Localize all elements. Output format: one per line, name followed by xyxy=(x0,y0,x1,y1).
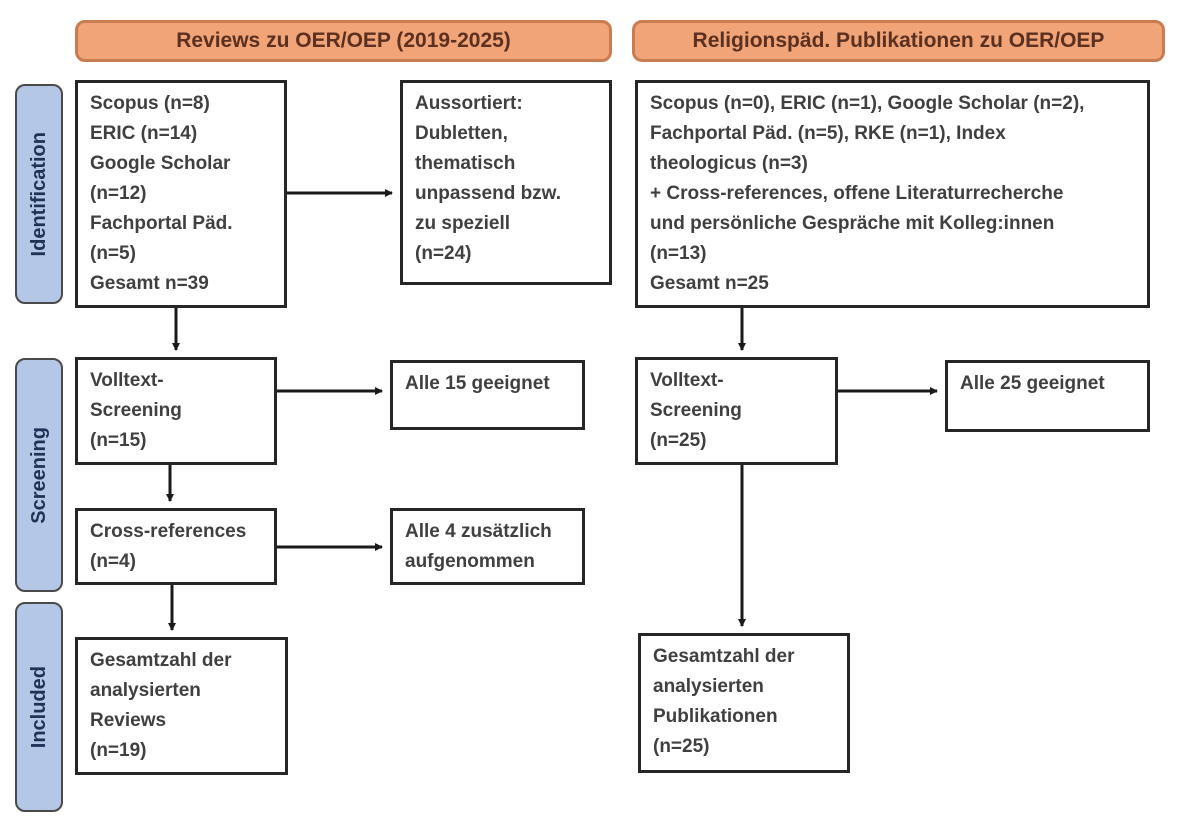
box-right-included-total: Gesamtzahl der analysierten Publikatione… xyxy=(638,633,850,773)
box-left-included-total: Gesamtzahl der analysierten Reviews (n=1… xyxy=(75,637,288,775)
stage-label-included: Included xyxy=(15,602,63,812)
stage-label-identification: Identification xyxy=(15,84,63,304)
stage-label-included-text: Included xyxy=(27,665,50,749)
stage-label-screening: Screening xyxy=(15,358,63,592)
box-left-fulltext-result: Alle 15 geeignet xyxy=(390,360,585,430)
stage-label-identification-text: Identification xyxy=(27,131,50,257)
box-right-fulltext-result: Alle 25 geeignet xyxy=(945,360,1150,432)
stage-label-screening-text: Screening xyxy=(27,426,50,524)
column-header-reviews: Reviews zu OER/OEP (2019-2025) xyxy=(75,20,612,62)
box-left-fulltext-screening: Volltext- Screening (n=15) xyxy=(75,357,277,465)
box-left-identification-sources: Scopus (n=8) ERIC (n=14) Google Scholar … xyxy=(75,80,287,308)
box-left-excluded: Aussortiert: Dubletten, thematisch unpas… xyxy=(400,80,612,285)
box-right-fulltext-screening: Volltext- Screening (n=25) xyxy=(635,357,838,465)
box-right-identification-sources: Scopus (n=0), ERIC (n=1), Google Scholar… xyxy=(635,80,1150,308)
box-left-cross-references: Cross-references (n=4) xyxy=(75,508,277,585)
box-left-cross-references-result: Alle 4 zusätzlich aufgenommen xyxy=(390,508,585,585)
column-header-religionspaed: Religionspäd. Publikationen zu OER/OEP xyxy=(632,20,1165,62)
